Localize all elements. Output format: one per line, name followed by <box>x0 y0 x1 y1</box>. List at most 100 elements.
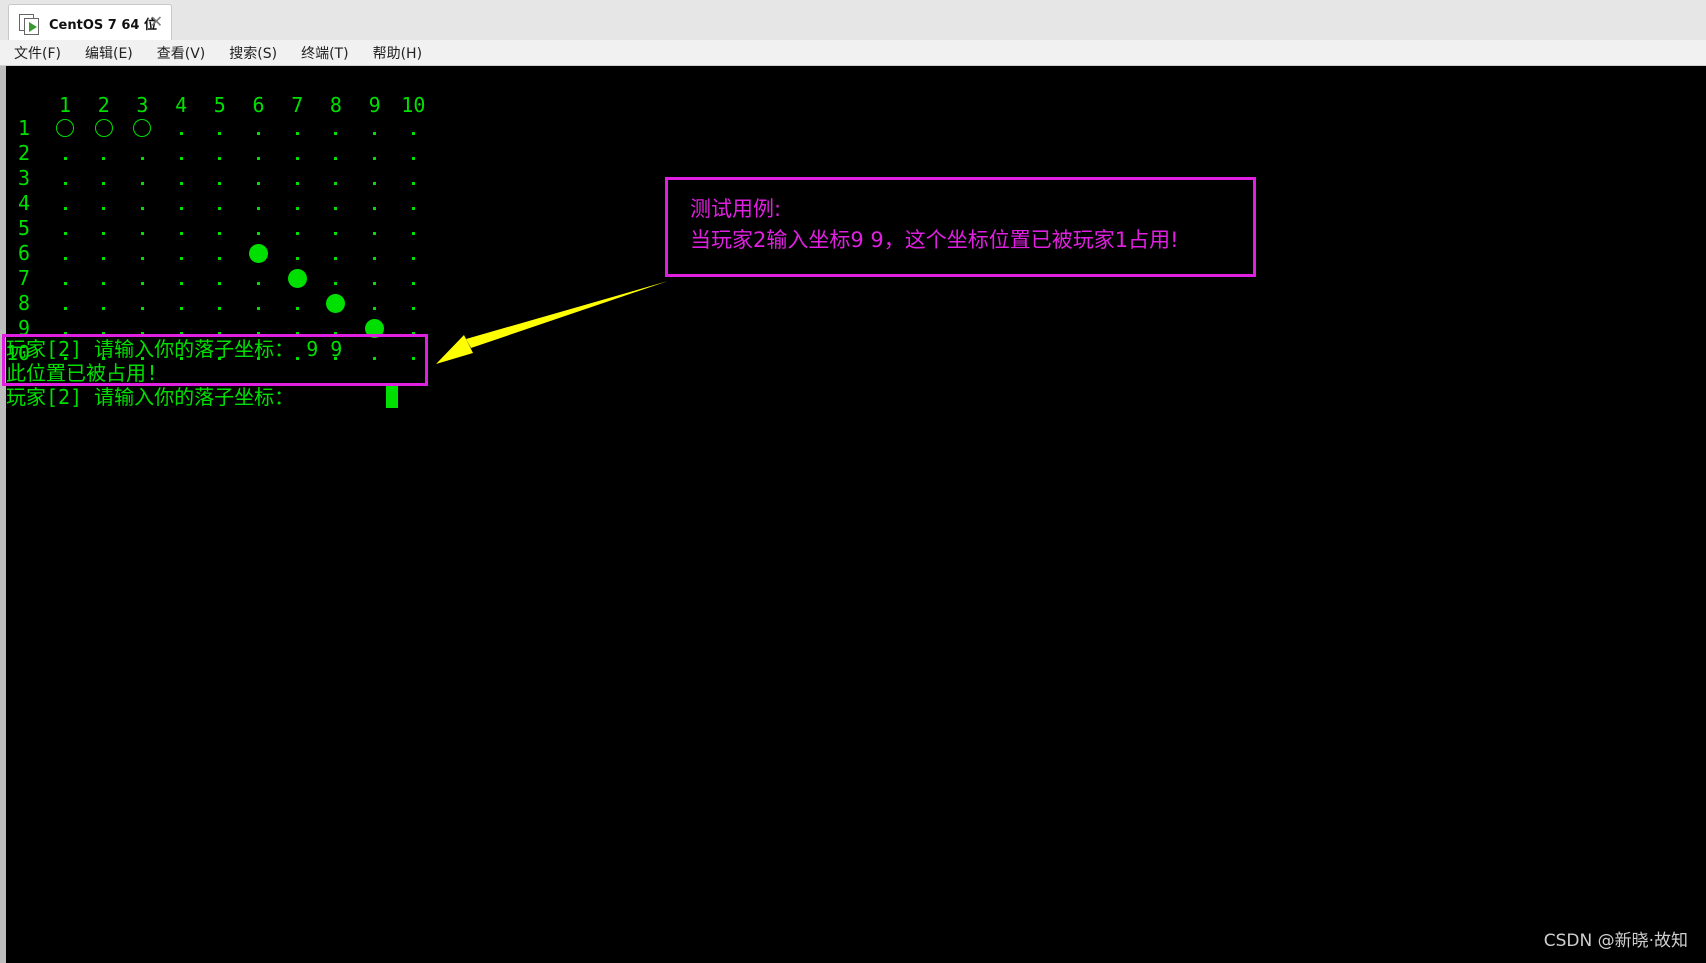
col-label: 5 <box>213 93 226 117</box>
empty-cell <box>179 182 183 185</box>
empty-cell <box>295 332 299 335</box>
empty-cell <box>179 157 183 160</box>
empty-cell <box>102 307 106 310</box>
empty-cell <box>295 157 299 160</box>
annotation-text: 当玩家2输入坐标9 9，这个坐标位置已被玩家1占用! <box>690 228 1179 252</box>
col-label: 3 <box>136 93 149 117</box>
empty-cell <box>140 257 144 260</box>
empty-cell <box>102 232 106 235</box>
empty-cell <box>179 357 183 360</box>
annotation-title: 测试用例: <box>690 197 782 221</box>
empty-cell <box>179 307 183 310</box>
empty-cell <box>411 257 415 260</box>
empty-cell <box>373 132 377 135</box>
stone-player2 <box>133 119 152 137</box>
col-label: 10 <box>401 93 426 117</box>
empty-cell <box>334 182 338 185</box>
empty-cell <box>334 232 338 235</box>
row-label: 3 <box>18 166 31 190</box>
empty-cell <box>373 257 377 260</box>
empty-cell <box>218 182 222 185</box>
empty-cell <box>63 357 67 360</box>
menu-search[interactable]: 搜索(S) <box>229 45 278 62</box>
empty-cell <box>140 282 144 285</box>
empty-cell <box>373 207 377 210</box>
close-icon[interactable]: ✕ <box>149 12 163 31</box>
empty-cell <box>102 282 106 285</box>
vm-icon <box>19 12 41 35</box>
empty-cell <box>218 257 222 260</box>
menu-file[interactable]: 文件(F) <box>14 45 61 62</box>
empty-cell <box>373 232 377 235</box>
empty-cell <box>140 207 144 210</box>
empty-cell <box>411 182 415 185</box>
stone-player2 <box>56 119 74 137</box>
empty-cell <box>295 207 299 210</box>
empty-cell <box>179 332 183 335</box>
prompt-line-1: 玩家[2] 请输入你的落子坐标： 9 9 <box>6 337 343 361</box>
tab-centos[interactable]: CentOS 7 64 位 ✕ <box>8 4 172 41</box>
empty-cell <box>411 157 415 160</box>
menu-terminal[interactable]: 终端(T) <box>301 45 349 62</box>
empty-cell <box>257 232 260 235</box>
empty-cell <box>257 132 260 135</box>
empty-cell <box>334 207 338 210</box>
empty-cell <box>411 282 415 285</box>
empty-cell <box>295 357 299 360</box>
empty-cell <box>140 182 144 185</box>
col-label: 1 <box>59 93 72 117</box>
empty-cell <box>179 132 183 135</box>
empty-cell <box>257 282 260 285</box>
empty-cell <box>295 307 299 310</box>
empty-cell <box>63 257 67 260</box>
title-bar: CentOS 7 64 位 ✕ <box>0 0 1706 41</box>
row-label: 6 <box>18 241 31 265</box>
empty-cell <box>411 357 415 360</box>
empty-cell <box>257 332 260 335</box>
empty-cell <box>102 332 106 335</box>
empty-cell <box>373 357 377 360</box>
empty-cell <box>102 182 106 185</box>
empty-cell <box>63 282 67 285</box>
empty-cell <box>140 332 144 335</box>
empty-cell <box>411 307 415 310</box>
empty-cell <box>63 207 67 210</box>
empty-cell <box>179 282 183 285</box>
empty-cell <box>411 232 415 235</box>
empty-cell <box>63 332 67 335</box>
stone-player1 <box>365 318 385 338</box>
empty-cell <box>295 232 299 235</box>
stone-player1 <box>287 268 307 288</box>
empty-cell <box>218 282 222 285</box>
row-label: 5 <box>18 216 31 240</box>
empty-cell <box>140 232 144 235</box>
row-label: 10 <box>6 341 31 365</box>
empty-cell <box>334 157 338 160</box>
empty-cell <box>257 207 260 210</box>
empty-cell <box>102 207 106 210</box>
stone-player2 <box>94 119 113 137</box>
empty-cell <box>334 257 338 260</box>
empty-cell <box>295 182 299 185</box>
empty-cell <box>63 157 67 160</box>
menu-help[interactable]: 帮助(H) <box>372 45 423 62</box>
empty-cell <box>140 357 144 360</box>
window-edge <box>0 66 6 963</box>
empty-cell <box>218 232 222 235</box>
empty-cell <box>295 132 299 135</box>
empty-cell <box>218 357 222 360</box>
empty-cell <box>411 332 415 335</box>
empty-cell <box>334 332 338 335</box>
empty-cell <box>334 357 338 360</box>
menu-edit[interactable]: 编辑(E) <box>84 45 133 62</box>
row-label: 1 <box>18 116 31 140</box>
col-label: 4 <box>175 93 188 117</box>
arrow-icon <box>436 281 668 364</box>
empty-cell <box>373 182 377 185</box>
empty-cell <box>257 157 260 160</box>
empty-cell <box>102 157 106 160</box>
empty-cell <box>63 307 67 310</box>
empty-cell <box>373 307 377 310</box>
menu-view[interactable]: 查看(V) <box>156 45 206 62</box>
